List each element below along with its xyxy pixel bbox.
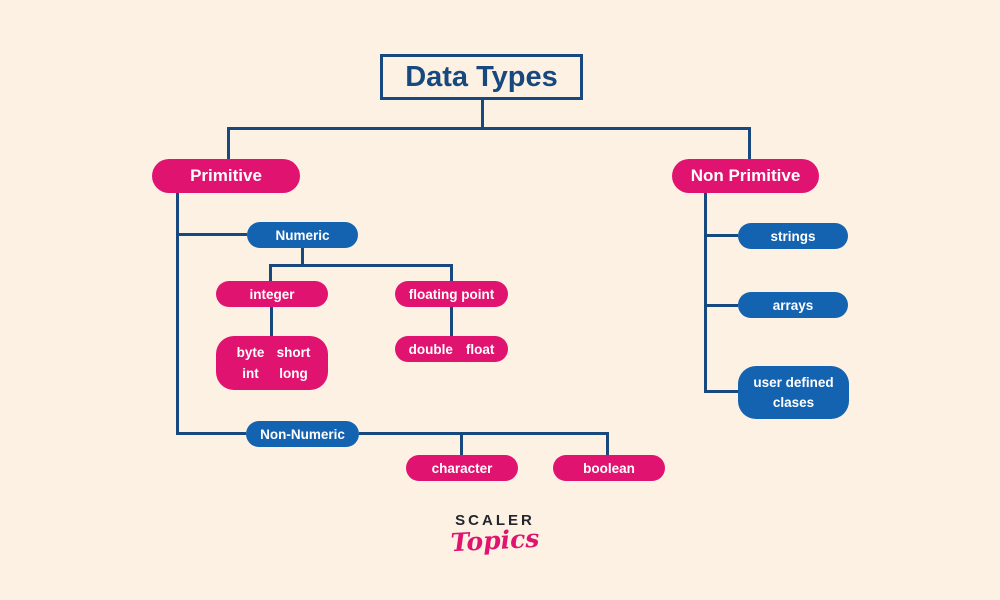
connector-drop-boolean bbox=[606, 432, 609, 455]
connector-integer-stem bbox=[270, 306, 273, 336]
node-boolean-label: boolean bbox=[583, 460, 635, 476]
node-integer-type-short: short bbox=[276, 345, 311, 360]
node-strings-label: strings bbox=[770, 228, 816, 244]
node-float-types: double float bbox=[395, 336, 508, 362]
node-arrays: arrays bbox=[738, 292, 848, 318]
node-non-numeric: Non-Numeric bbox=[246, 421, 359, 447]
node-strings: strings bbox=[738, 223, 848, 249]
node-integer-type-byte: byte bbox=[236, 345, 265, 360]
node-non-primitive: Non Primitive bbox=[672, 159, 819, 193]
node-non-primitive-label: Non Primitive bbox=[690, 166, 801, 185]
connector-drop-character bbox=[460, 432, 463, 455]
connector-drop-primitive bbox=[227, 127, 230, 159]
node-integer: integer bbox=[216, 281, 328, 307]
node-numeric: Numeric bbox=[247, 222, 358, 248]
connector-tick-arrays bbox=[704, 304, 738, 307]
connector-non-numeric-right bbox=[359, 432, 609, 435]
connector-tick-numeric bbox=[176, 233, 247, 236]
connector-tick-strings bbox=[704, 234, 738, 237]
node-user-defined-line1: user defined bbox=[753, 374, 834, 390]
node-character: character bbox=[406, 455, 518, 481]
scaler-topics-logo: SCALER Topics bbox=[425, 512, 565, 558]
node-non-numeric-label: Non-Numeric bbox=[260, 426, 345, 442]
connector-root-stem bbox=[481, 100, 484, 127]
node-user-defined-classes: user defined clases bbox=[738, 366, 849, 419]
connector-drop-floating-point bbox=[450, 264, 453, 281]
node-float-types-pair: double float bbox=[409, 342, 495, 357]
connector-floating-stem bbox=[450, 306, 453, 336]
connector-numeric-stem bbox=[301, 246, 304, 267]
node-data-types: Data Types bbox=[380, 54, 583, 100]
logo-brand-text: SCALER bbox=[455, 512, 535, 529]
node-primitive-label: Primitive bbox=[190, 166, 262, 185]
logo-product-text: Topics bbox=[449, 523, 541, 558]
node-integer-type-long: long bbox=[279, 366, 308, 381]
node-boolean: boolean bbox=[553, 455, 665, 481]
node-integer-types: byte short int long bbox=[216, 336, 328, 390]
connector-numeric-horizontal bbox=[269, 264, 453, 267]
node-floating-point: floating point bbox=[395, 281, 508, 307]
connector-top-horizontal bbox=[227, 127, 751, 130]
node-character-label: character bbox=[431, 460, 493, 476]
connector-non-numeric-left bbox=[176, 432, 246, 435]
connector-primitive-spine bbox=[176, 192, 179, 435]
node-float-type-float: float bbox=[465, 341, 495, 357]
connector-non-primitive-spine bbox=[704, 192, 707, 393]
connector-drop-integer bbox=[269, 264, 272, 281]
node-data-types-label: Data Types bbox=[405, 60, 558, 93]
node-primitive: Primitive bbox=[152, 159, 300, 193]
node-float-type-double: double bbox=[408, 341, 453, 357]
connector-tick-user-defined bbox=[704, 390, 738, 393]
connector-drop-non-primitive bbox=[748, 127, 751, 159]
node-integer-type-int: int bbox=[242, 366, 259, 381]
node-floating-point-label: floating point bbox=[408, 286, 495, 302]
node-user-defined-line2: clases bbox=[772, 394, 815, 410]
node-arrays-label: arrays bbox=[772, 297, 814, 313]
node-numeric-label: Numeric bbox=[275, 227, 330, 243]
node-integer-label: integer bbox=[249, 286, 295, 302]
